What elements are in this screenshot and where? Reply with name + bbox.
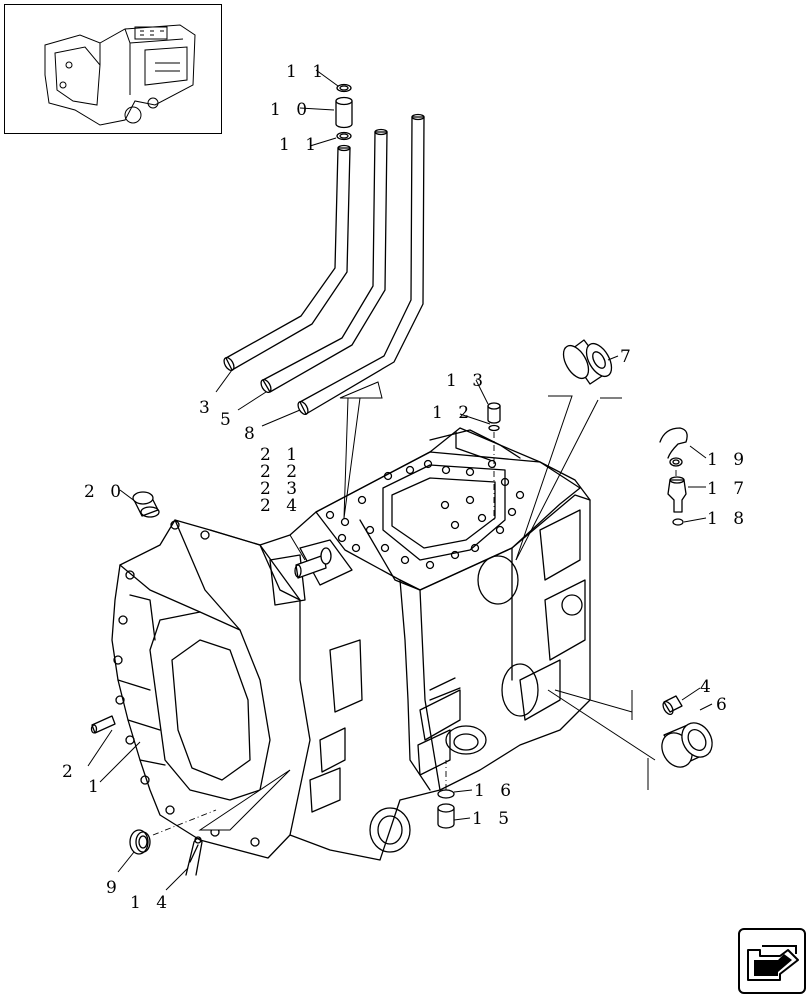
- o-ring-part-11-top[interactable]: [336, 83, 352, 93]
- callout-5: 5: [220, 410, 236, 430]
- callout-24: 2 4: [260, 496, 302, 516]
- callout-13: 1 3: [446, 371, 488, 391]
- callout-15: 1 5: [472, 809, 514, 829]
- clip-part-14[interactable]: [185, 836, 203, 876]
- pipe-part-5[interactable]: [259, 128, 388, 395]
- callout-7: 7: [620, 347, 636, 367]
- callout-20: 2 0: [84, 482, 126, 502]
- callout-12: 1 2: [432, 403, 474, 423]
- pin-part-4[interactable]: [661, 695, 683, 716]
- seal-part-9[interactable]: [129, 829, 151, 855]
- callout-9: 9: [106, 878, 122, 898]
- sleeve-part-10[interactable]: [335, 96, 353, 129]
- bushing-part-6[interactable]: [656, 717, 718, 772]
- center-lines: [152, 432, 677, 836]
- drain-plug-part-15[interactable]: [437, 803, 455, 829]
- callout-22: 2 2: [260, 462, 302, 482]
- plug-part-13[interactable]: [487, 402, 501, 424]
- callout-4: 4: [700, 677, 716, 697]
- seal-ring-part-16[interactable]: [437, 789, 455, 799]
- navigation-button[interactable]: [738, 928, 806, 994]
- callout-8: 8: [244, 424, 260, 444]
- transmission-thumbnail-icon: [44, 24, 196, 126]
- fitting-part-17[interactable]: [667, 476, 687, 513]
- callout-11-top: 1 1: [286, 62, 328, 82]
- leader-lines: [87, 69, 713, 891]
- callout-21: 2 1: [260, 445, 302, 465]
- bearing-part-7[interactable]: [558, 339, 616, 385]
- callout-3: 3: [199, 398, 215, 418]
- callout-6: 6: [716, 695, 732, 715]
- callout-10: 1 0: [270, 100, 312, 120]
- pipe-part-3[interactable]: [222, 144, 351, 373]
- callout-16: 1 6: [474, 781, 516, 801]
- callout-1: 1: [88, 777, 104, 797]
- callout-14: 1 4: [130, 893, 172, 913]
- callout-17: 1 7: [707, 479, 749, 499]
- transmission-housing-part-1[interactable]: [111, 427, 591, 861]
- washer-part-18[interactable]: [672, 518, 684, 526]
- dowel-pin-part-2[interactable]: [90, 715, 116, 734]
- stud-part-24[interactable]: [294, 547, 332, 579]
- arrow-nav-icon: [747, 945, 799, 981]
- callout-18: 1 8: [707, 509, 749, 529]
- callout-2: 2: [62, 762, 78, 782]
- plug-part-20[interactable]: [132, 491, 160, 518]
- thumbnail-overview[interactable]: [4, 4, 222, 134]
- o-ring-part-12[interactable]: [488, 424, 500, 432]
- callout-23: 2 3: [260, 479, 302, 499]
- cap-part-19[interactable]: [659, 427, 688, 467]
- callout-19: 1 9: [707, 450, 749, 470]
- o-ring-part-11-bottom[interactable]: [336, 131, 352, 141]
- pipe-part-8[interactable]: [296, 113, 425, 417]
- callout-11-bottom: 1 1: [279, 135, 321, 155]
